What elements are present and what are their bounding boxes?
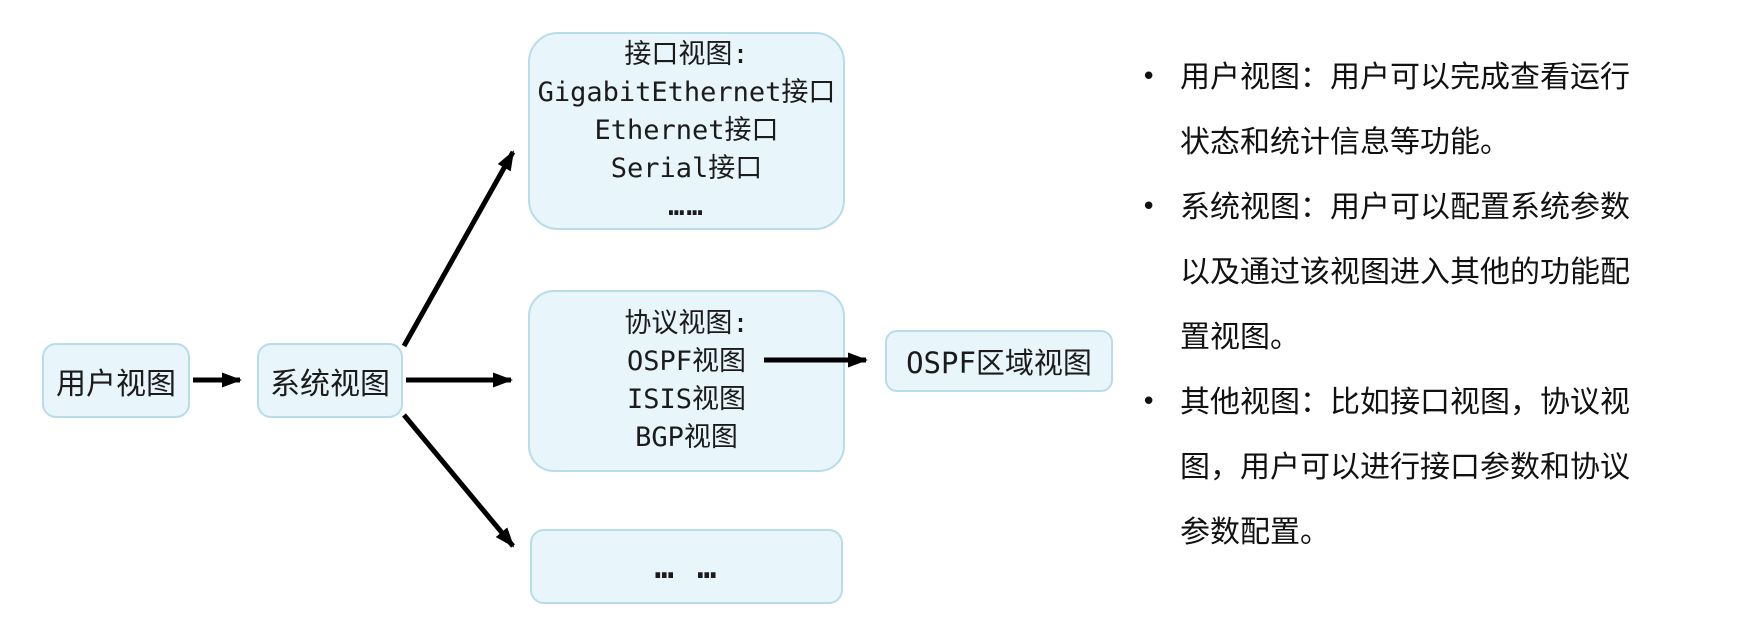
node-interface-view: 接口视图: GigabitEthernet接口 Ethernet接口 Seria…: [528, 32, 845, 230]
node-line: 接口视图:: [624, 39, 749, 70]
node-line: Ethernet接口: [594, 115, 779, 146]
note-line: 状态和统计信息等功能。: [1180, 125, 1510, 160]
note-bullet-other-views: • 其他视图：比如接口视图，协议视 图，用户可以进行接口参数和协议 参数配置。: [1137, 370, 1757, 565]
ellipsis-text: … …: [654, 547, 719, 586]
node-protocol-view: 协议视图: OSPF视图 ISIS视图 BGP视图: [528, 290, 845, 472]
bullet-icon: •: [1141, 62, 1157, 92]
note-line: 用户视图：用户可以完成查看运行: [1180, 60, 1630, 95]
arrow-system-to-other: [402, 413, 515, 548]
node-line: BGP视图: [635, 422, 738, 453]
node-line: Serial接口: [610, 153, 763, 184]
node-label: 系统视图: [270, 366, 390, 402]
node-line: ISIS视图: [626, 384, 747, 415]
ellipsis-text: ……: [668, 191, 705, 222]
node-line: 协议视图:: [624, 308, 749, 339]
note-line: 置视图。: [1180, 320, 1300, 355]
bullet-icon: •: [1141, 387, 1157, 417]
note-line: 图，用户可以进行接口参数和协议: [1180, 450, 1630, 485]
note-line: 系统视图：用户可以配置系统参数: [1180, 190, 1630, 225]
node-other-views: … …: [530, 529, 843, 604]
arrow-system-to-interface: [401, 150, 516, 348]
node-ospf-area-view: OSPF区域视图: [885, 330, 1113, 392]
node-line: OSPF视图: [626, 346, 747, 377]
note-line: 其他视图：比如接口视图，协议视: [1180, 385, 1630, 420]
note-bullet-system-view: • 系统视图：用户可以配置系统参数 以及通过该视图进入其他的功能配 置视图。: [1137, 175, 1757, 370]
bullet-icon: •: [1141, 192, 1157, 222]
node-user-view: 用户视图: [42, 343, 190, 418]
node-line: GigabitEthernet接口: [537, 77, 836, 108]
node-system-view: 系统视图: [257, 343, 403, 418]
note-line: 参数配置。: [1180, 515, 1330, 550]
node-label: 用户视图: [56, 366, 176, 402]
note-bullet-user-view: • 用户视图：用户可以完成查看运行 状态和统计信息等功能。: [1137, 45, 1757, 175]
node-label: OSPF区域视图: [906, 346, 1092, 380]
notes-panel: • 用户视图：用户可以完成查看运行 状态和统计信息等功能。 • 系统视图：用户可…: [1137, 45, 1757, 565]
note-line: 以及通过该视图进入其他的功能配: [1180, 255, 1630, 290]
